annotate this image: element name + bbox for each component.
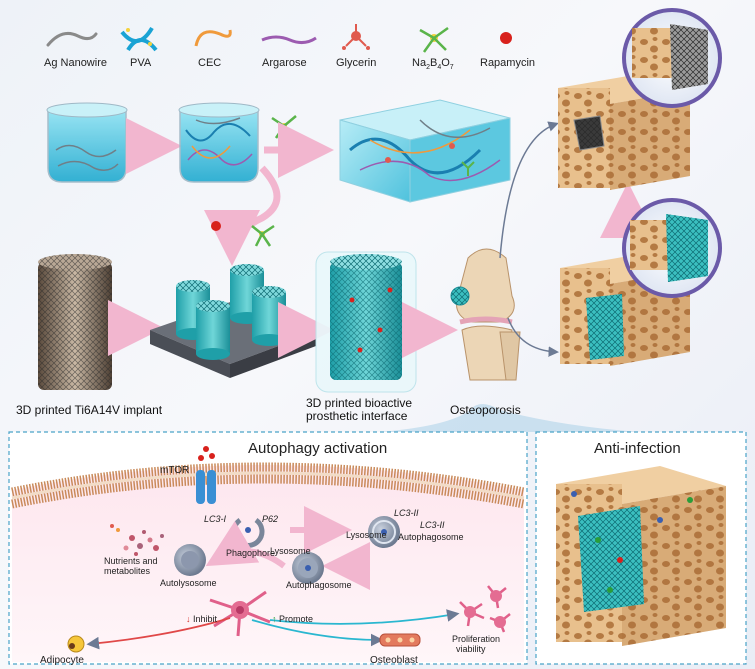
na2b4o7-floating-icon [271,115,297,139]
hydrogel-block-icon [339,99,511,203]
osteoblast-label: Osteoblast [370,655,418,666]
proliferation-label-line2: viability [456,644,486,654]
ti-implant-icon [38,254,112,390]
autophagosome-mid-label: Autophagosome [286,580,352,590]
arrow-knee-to-top-bone [499,121,559,259]
cytoplasm-area [12,465,524,662]
proliferating-cells-icon [459,585,511,633]
inhibit-label: ↓ Inhibit [186,614,218,624]
osteoporosis-label: Osteoporosis [450,403,521,417]
proliferation-label-line1: Proliferation [452,634,501,644]
na2b4o7-floating-icon-2 [251,224,275,247]
glycerin-icon [342,24,370,50]
legend-ag-nanowire-label: Ag Nanowire [44,57,107,69]
adipocyte-label: Adipocyte [40,655,84,666]
implant-array-icon [150,264,316,378]
interface-label-line1: 3D printed bioactive [306,396,413,410]
rapamycin-icon [500,32,512,44]
bone-cube-top-icon [558,74,690,190]
lc3-1-label: LC3-I [204,514,227,524]
legend-argarose-label: Argarose [262,57,307,69]
p62-label: P62 [262,514,279,524]
arrow-fusion-to-autolysosome [205,521,286,569]
rapamycin-floating-icon [211,221,221,231]
lc3-2b-label: LC3-II [420,520,445,530]
autolysosome-label: Autolysosome [160,578,217,588]
arrow-curved-down [204,165,281,266]
arrow-knee-to-mid-bone [507,317,559,357]
autophagosome-right-label: Autophagosome [398,532,464,542]
interface-label-line2: prosthetic interface [306,409,408,423]
autophagosome-mid-icon [292,552,324,584]
lysosome-left-label: Lysosome [270,546,311,556]
osteoblast-icon [379,633,421,647]
legend-cec-label: CEC [198,57,222,69]
nutrient-particles-icon [110,524,164,556]
legend-glycerin-label: Glycerin [336,57,377,69]
na2b4o7-icon [419,26,449,53]
nutrients-label-line2: metabolites [104,566,151,576]
knee-joint-icon [450,248,521,381]
adipocyte-icon [67,635,85,653]
cell-membrane-icon [11,462,525,509]
stem-cell-icon [209,590,271,637]
legend-icons [46,24,512,53]
anti-infection-panel-title: Anti-infection [594,440,681,457]
arrow-to-adipocyte [86,617,231,650]
ag-nanowire-icon [46,32,98,47]
mtor-label: mTOR [160,465,190,476]
spotlight-beam [380,404,640,432]
lc3-2a-label: LC3-II [394,508,419,518]
promote-label: ↑ Promote [272,614,314,624]
autophagy-panel-title: Autophagy activation [248,440,388,457]
autophagosome-right-icon [368,516,400,548]
mtor-receptor-icon [196,446,216,504]
beaker-2-icon [178,102,260,183]
legend-pva-label: PVA [130,57,152,69]
pva-icon [120,26,158,52]
arrow-to-osteoblast [251,619,384,647]
argarose-icon [261,35,317,45]
cec-icon [194,29,232,47]
anti-infection-bone-icon [556,466,726,646]
bioactive-interface-icon [315,251,417,393]
phagophore-label: Phagophore [226,548,276,558]
autolysosome-icon [174,544,206,576]
beaker-1-icon [46,102,128,183]
nutrients-label-line1: Nutrients and [104,556,158,566]
legend-rapamycin-label: Rapamycin [480,57,536,69]
implant-label: 3D printed Ti6A14V implant [16,403,163,417]
legend-na2b4o7-label: Na2B4O7 [412,57,454,72]
zoom-circle-mid-icon [622,198,722,298]
arrow-to-proliferation [269,609,460,625]
zoom-circle-top-icon [622,8,722,108]
lysosome-right-label: Lysosome [346,530,387,540]
